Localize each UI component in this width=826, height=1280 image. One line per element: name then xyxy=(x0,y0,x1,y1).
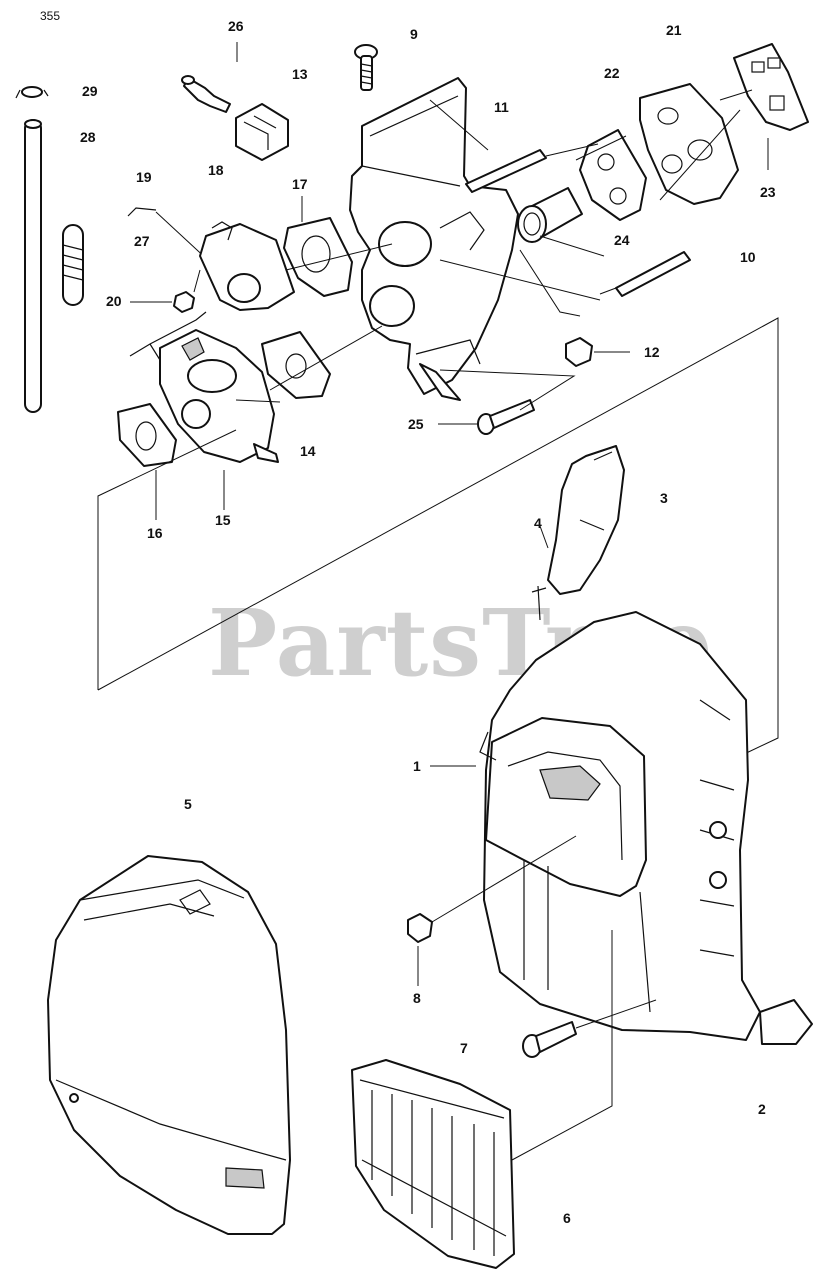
callout-6: 6 xyxy=(563,1210,571,1226)
callout-5: 5 xyxy=(184,796,192,812)
nut-8-part xyxy=(407,913,433,943)
callout-3: 3 xyxy=(660,490,668,506)
callout-12: 12 xyxy=(644,344,660,360)
long-bolt-lower xyxy=(615,251,691,297)
callout-29: 29 xyxy=(82,83,98,99)
long-bolt-upper xyxy=(465,149,547,193)
callout-2: 2 xyxy=(758,1101,766,1117)
primer-valve-part xyxy=(181,75,231,113)
spacer-flange-part xyxy=(639,83,739,205)
page-number: 355 xyxy=(40,9,60,23)
callout-8: 8 xyxy=(413,990,421,1006)
callout-19: 19 xyxy=(136,169,152,185)
screw-part xyxy=(354,44,378,91)
callout-23: 23 xyxy=(760,184,776,200)
callout-10: 10 xyxy=(740,249,756,265)
callout-11: 11 xyxy=(494,99,509,115)
shield-part xyxy=(547,445,625,595)
bolt-7-part xyxy=(522,1021,577,1058)
callout-28: 28 xyxy=(80,129,96,145)
bolt-25-part xyxy=(477,399,535,435)
carburetor-part xyxy=(129,311,279,463)
clamp-part xyxy=(15,86,49,99)
callout-1: 1 xyxy=(413,758,421,774)
fuel-hose-part xyxy=(24,119,42,413)
intake-housing-part xyxy=(349,77,519,401)
cylinder-cover-part xyxy=(47,855,291,1235)
flange-gasket-part xyxy=(733,43,809,131)
sleeve-part xyxy=(517,187,583,243)
nut-part xyxy=(565,337,593,367)
callout-9: 9 xyxy=(410,26,418,42)
spring-sleeve-part xyxy=(62,224,84,306)
gasket-part xyxy=(579,129,647,221)
wire-part xyxy=(127,207,157,217)
callout-25: 25 xyxy=(408,416,424,432)
callout-13: 13 xyxy=(292,66,308,82)
callouts: 29 28 26 13 18 9 11 21 22 23 24 10 19 17… xyxy=(80,18,776,1226)
callout-17: 17 xyxy=(292,176,308,192)
callout-14: 14 xyxy=(300,443,316,459)
callout-20: 20 xyxy=(106,293,122,309)
callout-18: 18 xyxy=(208,162,224,178)
carb-gasket-part xyxy=(261,331,331,399)
callout-26: 26 xyxy=(228,18,244,34)
spark-screen-part xyxy=(351,1059,515,1269)
callout-24: 24 xyxy=(614,232,630,248)
nut-20-part xyxy=(173,291,195,313)
insulator-gasket-part xyxy=(283,217,353,297)
bracket-part xyxy=(235,103,289,161)
callout-7: 7 xyxy=(460,1040,468,1056)
muffler-part xyxy=(479,611,813,1045)
callout-4: 4 xyxy=(534,515,542,531)
callout-21: 21 xyxy=(666,22,682,38)
pin-part xyxy=(531,585,547,621)
carb-base-gasket-part xyxy=(117,403,177,467)
callout-22: 22 xyxy=(604,65,620,81)
callout-27: 27 xyxy=(134,233,150,249)
callout-15: 15 xyxy=(215,512,231,528)
adapter-part xyxy=(199,221,295,311)
callout-16: 16 xyxy=(147,525,163,541)
